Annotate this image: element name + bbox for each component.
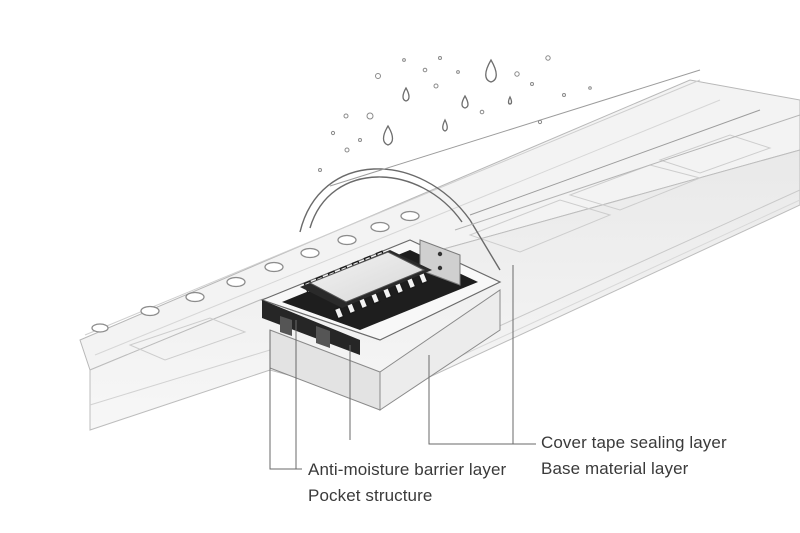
sprocket-holes xyxy=(91,210,420,333)
moisture-particles xyxy=(318,55,592,172)
label-pocket-structure: Pocket structure xyxy=(308,486,433,505)
label-anti-moisture-barrier-layer: Anti-moisture barrier layer xyxy=(308,460,507,479)
leader-lines xyxy=(269,265,536,470)
label-cover-tape-sealing-layer: Cover tape sealing layer xyxy=(541,433,727,452)
cover-tape xyxy=(299,69,800,271)
ic-chip xyxy=(300,250,432,320)
label-base-material-layer: Base material layer xyxy=(541,459,689,478)
distant-pockets xyxy=(128,134,772,361)
water-droplet-icon xyxy=(382,58,513,146)
